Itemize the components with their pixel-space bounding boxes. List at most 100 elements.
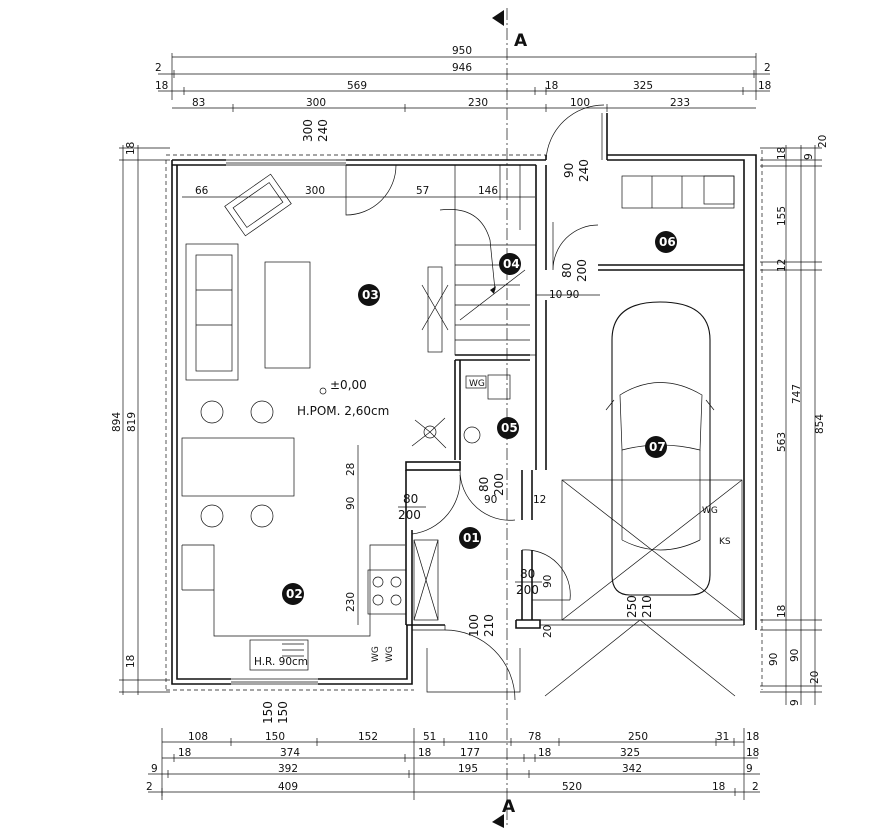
chairs bbox=[200, 400, 274, 528]
room-marker-06: 06 bbox=[655, 231, 677, 253]
dim-bottom-2-b: 2 bbox=[752, 781, 759, 793]
door-02-80: 80 bbox=[403, 492, 418, 506]
storage-counter bbox=[621, 175, 735, 209]
door-05-80: 80 bbox=[477, 477, 491, 492]
dim-right-563: 563 bbox=[776, 432, 788, 452]
dim-right-747: 747 bbox=[791, 384, 803, 404]
room-marker-05: 05 bbox=[497, 417, 519, 439]
car bbox=[605, 301, 715, 596]
dim-bottom-392: 392 bbox=[278, 763, 298, 775]
dim-12: 12 bbox=[533, 494, 546, 506]
room-height: H.POM. 2,60cm bbox=[297, 404, 389, 418]
door-02-200: 200 bbox=[398, 508, 421, 522]
dim-bottom-342: 342 bbox=[622, 763, 642, 775]
dimensions-left: 18 894 819 18 bbox=[111, 142, 170, 695]
toilet bbox=[487, 374, 511, 400]
wg-label-garage: WG bbox=[702, 506, 718, 516]
dim-top-233: 233 bbox=[670, 97, 690, 109]
dim-top-18-c: 18 bbox=[758, 80, 771, 92]
ks-label: KS bbox=[719, 537, 731, 547]
svg-text:05: 05 bbox=[501, 421, 518, 435]
dim-28: 28 bbox=[345, 463, 357, 476]
coffee-table bbox=[264, 261, 311, 369]
svg-text:04: 04 bbox=[503, 257, 520, 271]
dim-top-18-a: 18 bbox=[155, 80, 168, 92]
dim-bottom-9-a: 9 bbox=[151, 763, 158, 775]
room-marker-01: 01 bbox=[459, 527, 481, 549]
wardrobe bbox=[413, 539, 439, 621]
room-marker-04: 04 bbox=[499, 253, 521, 275]
dim-right-854: 854 bbox=[814, 414, 826, 434]
garage-door-210: 210 bbox=[640, 595, 654, 618]
entry-210: 210 bbox=[482, 614, 496, 637]
section-label-bottom: A bbox=[502, 797, 516, 817]
dim-top-300: 300 bbox=[306, 97, 326, 109]
svg-text:03: 03 bbox=[362, 288, 379, 302]
dim-66: 66 bbox=[195, 185, 209, 197]
door-06-80: 80 bbox=[560, 263, 574, 278]
service-labels: WG WG WG WG KS H.R. 90cm bbox=[254, 375, 731, 668]
dimensions-right: 18 9 20 155 12 747 854 563 18 90 90 9 20 bbox=[760, 135, 829, 706]
dim-bottom-409: 409 bbox=[278, 781, 298, 793]
dim-bottom-31: 31 bbox=[716, 731, 729, 743]
dim-right-20-top: 20 bbox=[817, 135, 829, 148]
garage-door-250: 250 bbox=[625, 595, 639, 618]
dim-left-894: 894 bbox=[111, 412, 123, 432]
dim-right-18-top: 18 bbox=[776, 147, 788, 160]
staircase bbox=[439, 164, 537, 356]
washbasin bbox=[463, 426, 481, 444]
window-bottom-150-a: 150 bbox=[261, 701, 275, 724]
room-marker-07: 07 bbox=[645, 436, 667, 458]
room-markers: 03 02 01 04 05 06 07 bbox=[282, 231, 677, 605]
svg-text:06: 06 bbox=[659, 235, 676, 249]
sofa bbox=[185, 243, 239, 381]
dim-right-20-bottom: 20 bbox=[809, 671, 821, 684]
dim-bottom-18-b: 18 bbox=[178, 747, 191, 759]
dim-146: 146 bbox=[478, 185, 498, 197]
dim-right-155: 155 bbox=[776, 206, 788, 226]
dim-bottom-325: 325 bbox=[620, 747, 640, 759]
dim-right-18-mid: 18 bbox=[776, 605, 788, 618]
stove bbox=[367, 569, 407, 615]
dim-top-230: 230 bbox=[468, 97, 488, 109]
door-top-90: 90 bbox=[562, 163, 576, 178]
armchair bbox=[224, 173, 292, 237]
dim-bottom-110: 110 bbox=[468, 731, 488, 743]
dim-bottom-18-a: 18 bbox=[746, 731, 759, 743]
inner-dimensions: 300 240 66 300 57 146 90 240 80 200 10 9… bbox=[182, 119, 654, 724]
section-label-top: A bbox=[514, 31, 528, 51]
window-top-240: 240 bbox=[316, 119, 330, 142]
outer-walls bbox=[165, 113, 763, 693]
dim-inner-300: 300 bbox=[305, 185, 325, 197]
dim-bottom-374: 374 bbox=[280, 747, 300, 759]
dimensions-bottom: 108 150 152 51 110 78 250 31 18 18 374 1… bbox=[146, 728, 760, 800]
svg-text:07: 07 bbox=[649, 440, 666, 454]
dim-90-bath: 90 bbox=[484, 494, 497, 506]
door-05-200: 200 bbox=[492, 473, 506, 496]
svg-text:02: 02 bbox=[286, 587, 303, 601]
dim-right-90-b: 90 bbox=[789, 649, 801, 662]
dim-top-2-left: 2 bbox=[155, 62, 162, 74]
dim-90-kitchen: 90 bbox=[345, 497, 357, 510]
dimensions-top: 950 2 946 2 18 569 18 325 18 83 300 230 … bbox=[155, 45, 771, 112]
dim-bottom-18-f: 18 bbox=[712, 781, 725, 793]
dim-20: 20 bbox=[542, 625, 554, 638]
wg-label-kitchen-b: WG bbox=[385, 646, 395, 662]
dim-right-12: 12 bbox=[776, 259, 788, 272]
window-bottom-150-b: 150 bbox=[276, 701, 290, 724]
doors bbox=[345, 104, 605, 701]
door-07-200: 200 bbox=[516, 583, 539, 597]
dim-left-819: 819 bbox=[126, 412, 138, 432]
dim-90-hall: 90 bbox=[542, 575, 554, 588]
level-value: ±0,00 bbox=[330, 378, 367, 392]
dim-bottom-195: 195 bbox=[458, 763, 478, 775]
dim-left-18-top: 18 bbox=[125, 142, 137, 155]
dim-top-83: 83 bbox=[192, 97, 205, 109]
dim-top-569: 569 bbox=[347, 80, 367, 92]
dim-bottom-150: 150 bbox=[265, 731, 285, 743]
dim-bottom-177: 177 bbox=[460, 747, 480, 759]
door-07-80: 80 bbox=[520, 567, 535, 581]
door-06-200: 200 bbox=[575, 259, 589, 282]
dim-bottom-520: 520 bbox=[562, 781, 582, 793]
